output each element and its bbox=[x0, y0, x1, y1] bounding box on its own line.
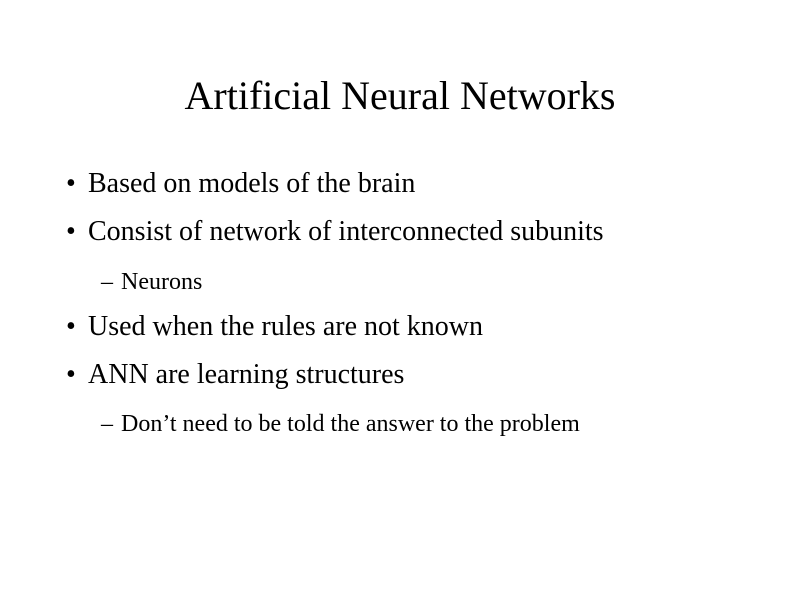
bullet-text: ANN are learning structures bbox=[88, 359, 405, 390]
sub-bullet-item: –Neurons bbox=[101, 269, 203, 295]
bullet-dot-marker: • bbox=[66, 168, 76, 199]
bullet-text: Based on models of the brain bbox=[88, 168, 416, 199]
sub-bullet-text: Neurons bbox=[121, 269, 203, 295]
bullet-text: Consist of network of interconnected sub… bbox=[88, 216, 604, 247]
dash-marker: – bbox=[101, 269, 113, 295]
bullet-item: • Used when the rules are not known bbox=[66, 311, 484, 342]
slide-title: Artificial Neural Networks bbox=[184, 73, 616, 118]
bullet-dot-marker: • bbox=[66, 216, 76, 247]
sub-bullet-text: Don’t need to be told the answer to the … bbox=[121, 411, 580, 437]
dash-marker: – bbox=[101, 411, 113, 437]
bullet-item: • ANN are learning structures bbox=[66, 359, 405, 390]
bullet-item: • Based on models of the brain bbox=[66, 168, 416, 199]
bullet-dot-marker: • bbox=[66, 311, 76, 342]
bullet-text: Used when the rules are not known bbox=[88, 311, 484, 342]
bullet-item: • Consist of network of interconnected su… bbox=[66, 216, 604, 247]
bullet-dot-marker: • bbox=[66, 359, 76, 390]
sub-bullet-item: –Don’t need to be told the answer to the… bbox=[101, 411, 580, 437]
